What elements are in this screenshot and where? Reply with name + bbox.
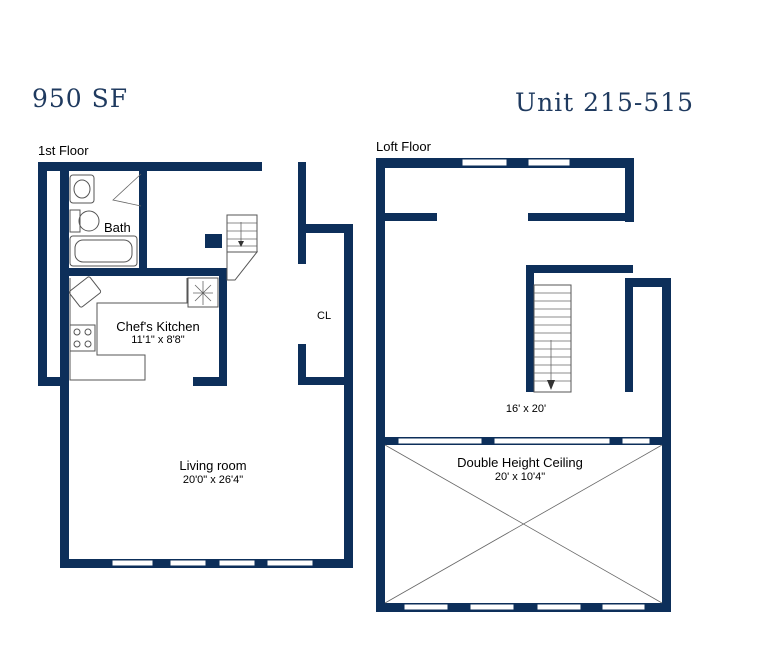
first-floor-left-ledge	[38, 377, 68, 386]
toilet-tank	[69, 209, 81, 233]
first-floor-inner-left-wall	[60, 162, 69, 568]
loft-right-jog	[625, 278, 671, 287]
window	[469, 603, 515, 611]
kitchen-dimensions: 11'1" x 8'8"	[131, 334, 185, 346]
closet-left-wall-upper	[298, 162, 306, 264]
railing-opening	[493, 437, 611, 445]
fridge	[187, 277, 219, 308]
loft-left-closet-wall	[385, 213, 437, 221]
living-room-dimensions: 20'0" x 26'4"	[182, 474, 244, 486]
stair-winder	[226, 251, 259, 281]
sink-basin	[73, 179, 91, 199]
first-floor-right-wall	[344, 224, 353, 568]
fridge-mark	[193, 281, 213, 305]
loft-stairs	[533, 284, 572, 393]
sink-fixture	[69, 174, 95, 204]
first-floor-title: 1st Floor	[38, 143, 89, 158]
first-floor-stairs	[226, 214, 259, 281]
unit-number-heading: Unit 215-515	[515, 88, 695, 117]
railing-opening	[397, 437, 483, 445]
first-floor-left-wall-upper	[38, 162, 47, 386]
burner	[84, 328, 92, 336]
loft-left-wall	[376, 158, 385, 612]
loft-right-wall-upper	[625, 158, 634, 222]
kitchen-bottom-ledge	[193, 377, 227, 386]
window	[536, 603, 582, 611]
loft-bottom-wall	[376, 603, 671, 612]
window	[218, 559, 256, 567]
double-height-ceiling-dimensions: 20' x 10'4"	[494, 471, 546, 483]
closet-left-wall-lower	[298, 344, 306, 385]
loft-dimensions: 16' x 20'	[505, 403, 547, 415]
loft-stair-run	[533, 284, 572, 393]
stair-run	[226, 214, 258, 253]
first-floor-plan	[38, 162, 353, 568]
first-floor-top-wall	[38, 162, 262, 171]
kitchen-sink	[68, 276, 102, 308]
loft-right-inner-wall	[625, 278, 633, 392]
bathtub-basin	[74, 239, 133, 263]
toilet-bowl	[78, 210, 100, 232]
railing-opening	[621, 437, 651, 445]
window	[403, 603, 449, 611]
bath-door-swing	[112, 173, 142, 207]
loft-floor-plan	[376, 158, 671, 612]
bathtub	[69, 235, 138, 267]
closet-bottom-wall	[300, 377, 353, 385]
open-to-below-diagonal	[384, 444, 663, 604]
stair-wall-stub	[205, 234, 222, 248]
kitchen-label: Chef's Kitchen	[116, 319, 200, 334]
burner	[73, 328, 81, 336]
kitchen-right-wall	[219, 276, 227, 386]
window	[169, 559, 207, 567]
bath-kitchen-divider	[60, 268, 227, 276]
stair-arrow	[238, 241, 244, 247]
closet-top-wall	[300, 224, 353, 233]
stove	[69, 324, 96, 352]
loft-floor-title: Loft Floor	[376, 139, 431, 154]
loft-right-closet-wall	[528, 213, 634, 221]
square-footage-heading: 950 SF	[32, 84, 129, 113]
window	[461, 158, 508, 167]
stairwell-left-wall	[526, 265, 534, 392]
window	[527, 158, 571, 167]
window	[111, 559, 154, 567]
window	[601, 603, 646, 611]
loft-stair-arrow	[547, 380, 555, 390]
window	[266, 559, 314, 567]
kitchen-counter	[69, 278, 188, 381]
burner	[73, 340, 81, 348]
double-height-ceiling-label: Double Height Ceiling	[457, 455, 583, 470]
bath-right-wall	[139, 171, 147, 269]
stairwell-top-wall	[526, 265, 633, 273]
bath-label: Bath	[104, 220, 131, 235]
burner	[84, 340, 92, 348]
living-room-label: Living room	[179, 458, 247, 473]
closet-label: CL	[317, 310, 332, 322]
